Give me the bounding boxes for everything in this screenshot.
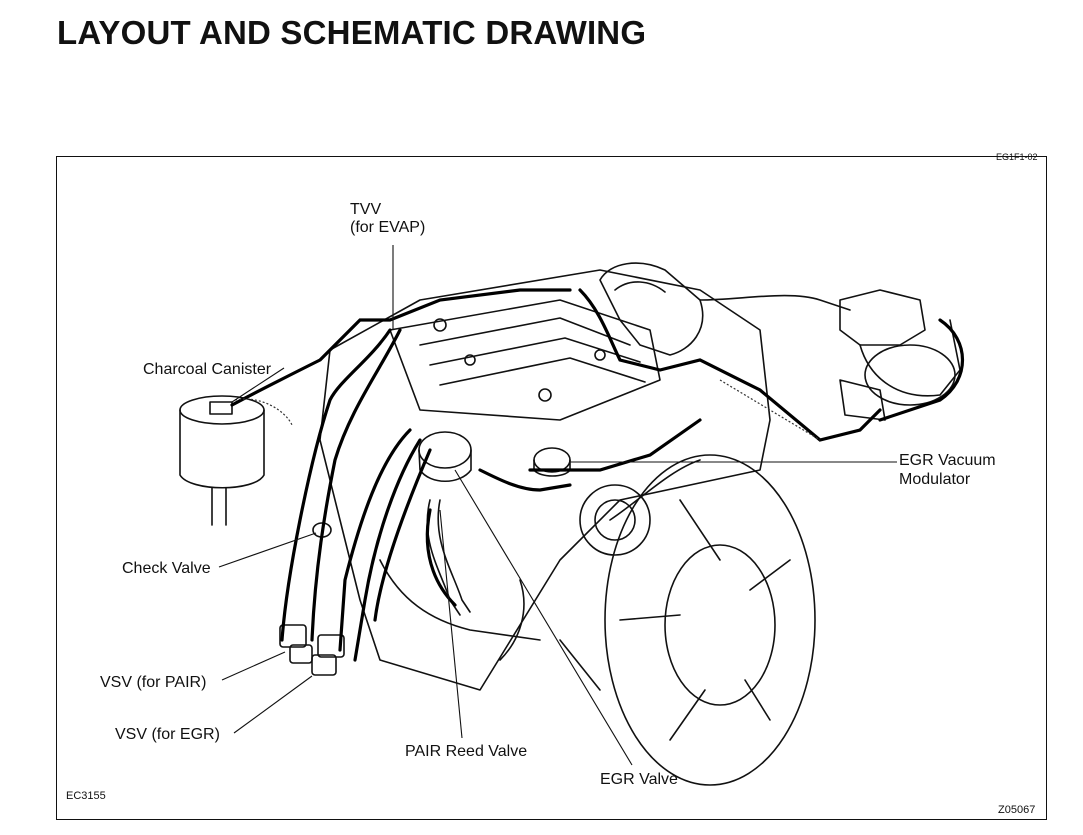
pulley [579,484,651,556]
label-check-valve: Check Valve [122,560,211,577]
label-tvv-line2: (for EVAP) [350,219,426,236]
leader-charcoal-canister [231,367,285,403]
figure-frame [56,156,1047,820]
cooling-fan [604,454,816,786]
label-pair-reed-valve: PAIR Reed Valve [405,743,528,760]
label-tvv-line1: TVV [350,201,382,218]
label-egr-vacuum-modulator-line1: EGR Vacuum [899,452,996,469]
charcoal-canister-drawing [179,395,265,526]
evap-hose [230,288,572,407]
figure-ref-top: EG1F1-02 [996,152,1038,162]
air-intake-duct [599,262,704,356]
pair-hose [426,499,461,616]
page-title: LAYOUT AND SCHEMATIC DRAWING [57,14,647,51]
figure-ref-left: EC3155 [66,790,106,802]
valve-cover [389,299,661,421]
label-charcoal-canister: Charcoal Canister [143,361,272,378]
egr-valve [418,431,472,469]
label-egr-vacuum-modulator-line2: Modulator [899,471,971,488]
vsv-egr-body [317,634,345,658]
leader-vsv-egr [233,675,313,734]
air-flow-meter [839,289,926,346]
figure-ref-right: Z05067 [998,804,1036,816]
label-egr-valve: EGR Valve [600,771,678,788]
vsv-pair-body [279,624,307,648]
leader-pair-reed-valve [439,509,463,739]
label-vsv-egr: VSV (for EGR) [115,726,220,743]
label-vsv-pair: VSV (for PAIR) [100,674,207,691]
leader-vsv-pair [221,651,286,681]
leader-egr-valve [454,469,633,766]
leader-check-valve [218,532,317,568]
